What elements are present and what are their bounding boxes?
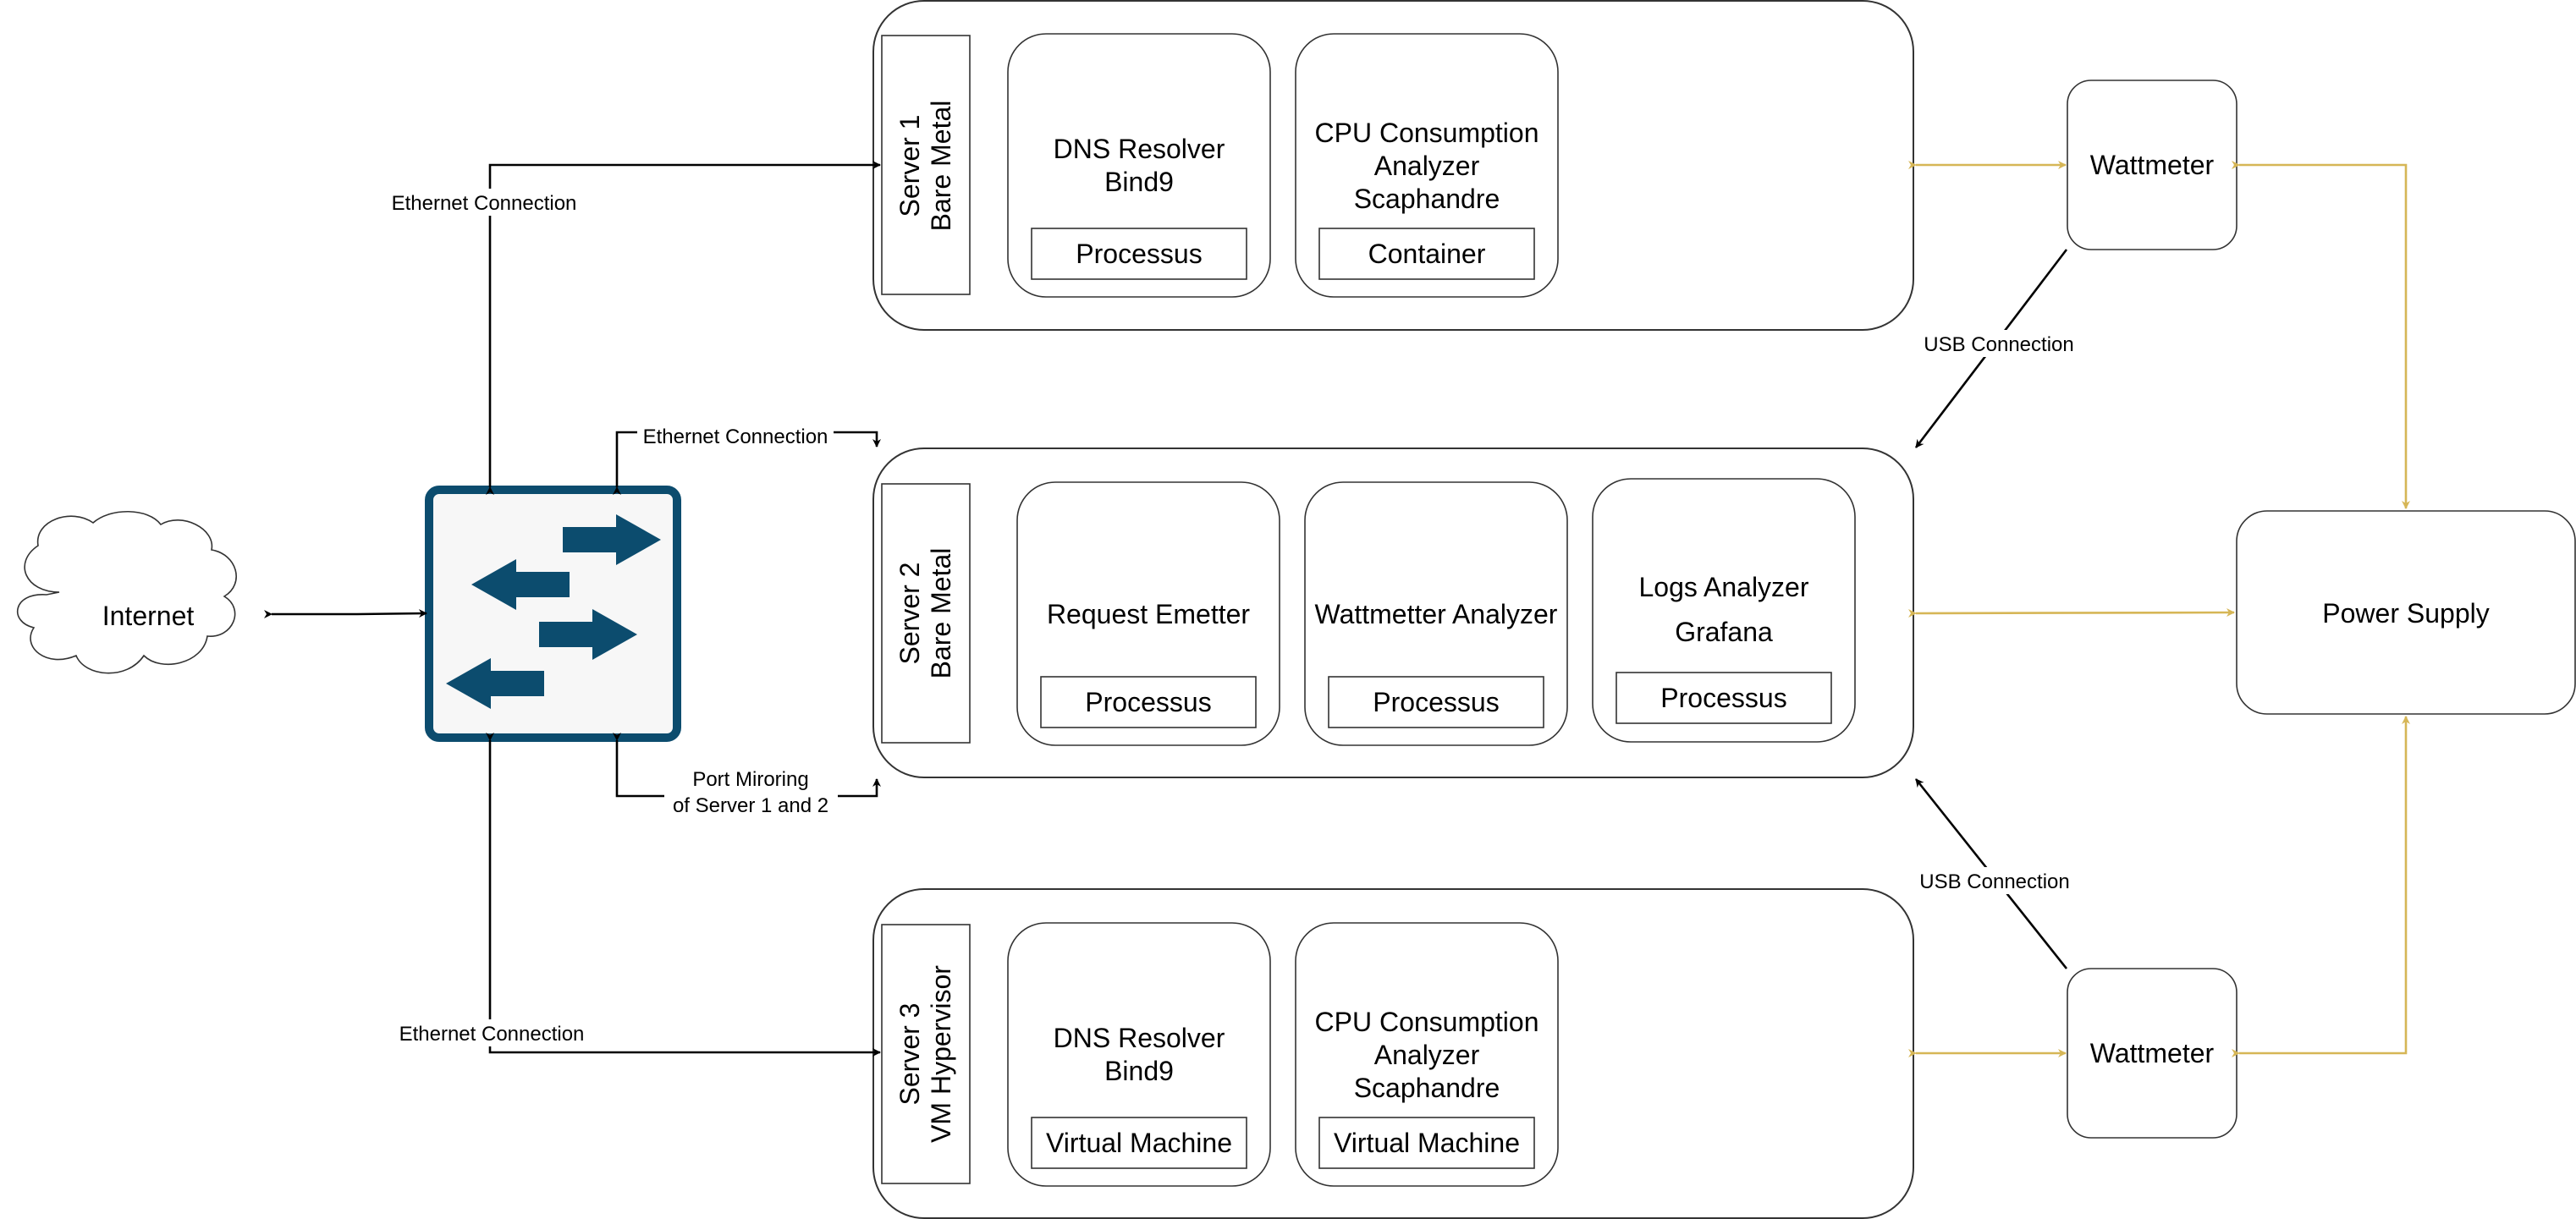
server3-side-label: Server 3 VM Hypervisor xyxy=(881,924,971,1184)
svg-text:Analyzer: Analyzer xyxy=(1374,1040,1480,1070)
svg-text:Processus: Processus xyxy=(1076,239,1202,269)
svg-text:Processus: Processus xyxy=(1660,683,1786,713)
internet-cloud: Internet xyxy=(16,510,237,674)
svg-text:Container: Container xyxy=(1368,239,1486,269)
svg-text:Virtual Machine: Virtual Machine xyxy=(1334,1128,1520,1158)
svg-text:Grafana: Grafana xyxy=(1675,617,1773,647)
server2-side-label: Server 2 Bare Metal xyxy=(881,483,971,744)
process-tag xyxy=(1040,676,1257,728)
svg-text:Ethernet Connection: Ethernet Connection xyxy=(643,426,828,448)
server2-request-emetter: Request Emetter Processus xyxy=(1016,481,1280,746)
server3-cpu-analyzer: CPU Consumption Analyzer Scaphandre Virt… xyxy=(1295,922,1559,1187)
power-line-wattmeter-top-supply xyxy=(2232,161,2410,509)
wattmeter-top: Wattmeter xyxy=(2067,80,2237,250)
svg-text:Server 2: Server 2 xyxy=(894,563,925,665)
svg-text:of Server 1 and 2: of Server 1 and 2 xyxy=(673,794,828,817)
ethernet-connection-server2: Ethernet Connection xyxy=(613,424,881,495)
vm-tag xyxy=(1318,1117,1535,1169)
process-tag xyxy=(1328,676,1544,728)
svg-text:DNS Resolver: DNS Resolver xyxy=(1054,1023,1225,1053)
server2-logs-analyzer: Logs Analyzer Grafana Processus xyxy=(1592,478,1856,743)
server1-side-label: Server 1 Bare Metal xyxy=(881,35,971,295)
svg-text:Processus: Processus xyxy=(1373,687,1499,717)
svg-text:Power Supply: Power Supply xyxy=(2322,598,2489,629)
vm-tag xyxy=(1031,1117,1247,1169)
power-line-wattmeter-bottom-supply xyxy=(2232,716,2410,1057)
network-switch-icon xyxy=(425,486,681,742)
svg-text:Server 1: Server 1 xyxy=(894,115,925,217)
svg-text:Virtual Machine: Virtual Machine xyxy=(1046,1128,1232,1158)
server3-dns-resolver: DNS Resolver Bind9 Virtual Machine xyxy=(1007,922,1271,1187)
svg-text:VM Hypervisor: VM Hypervisor xyxy=(926,965,956,1143)
svg-text:Wattmeter: Wattmeter xyxy=(2090,150,2215,180)
svg-text:Ethernet Connection: Ethernet Connection xyxy=(392,192,577,215)
svg-text:Bare Metal: Bare Metal xyxy=(926,101,956,232)
svg-text:Processus: Processus xyxy=(1085,687,1211,717)
svg-text:Bind9: Bind9 xyxy=(1104,1056,1174,1086)
usb-connection-top: USB Connection xyxy=(1914,249,2082,448)
svg-text:USB Connection: USB Connection xyxy=(1924,333,2073,356)
svg-text:Scaphandre: Scaphandre xyxy=(1354,184,1500,214)
internet-label: Internet xyxy=(102,601,195,631)
svg-text:CPU Consumption: CPU Consumption xyxy=(1315,118,1539,148)
power-line-server2-supply xyxy=(1907,608,2235,618)
server1-cpu-analyzer: CPU Consumption Analyzer Scaphandre Cont… xyxy=(1295,33,1559,298)
svg-text:Wattmetter Analyzer: Wattmetter Analyzer xyxy=(1315,599,1558,629)
ethernet-connection-server3: Ethernet Connection xyxy=(394,733,881,1057)
server1-dns-resolver: DNS Resolver Bind9 Processus xyxy=(1007,33,1271,298)
server2-wattmetter-analyzer: Wattmetter Analyzer Processus xyxy=(1304,481,1568,746)
usb-connection-bottom: USB Connection xyxy=(1913,778,2078,969)
svg-text:Bind9: Bind9 xyxy=(1104,167,1174,197)
svg-text:Server 3: Server 3 xyxy=(894,1003,925,1106)
wattmeter-bottom: Wattmeter xyxy=(2067,968,2237,1139)
svg-text:Scaphandre: Scaphandre xyxy=(1354,1073,1500,1103)
svg-text:Port Miroring: Port Miroring xyxy=(692,768,808,791)
power-supply: Power Supply xyxy=(2236,510,2576,715)
svg-text:Request Emetter: Request Emetter xyxy=(1047,599,1250,629)
process-tag xyxy=(1616,672,1832,724)
svg-text:DNS Resolver: DNS Resolver xyxy=(1054,134,1225,164)
svg-text:Wattmeter: Wattmeter xyxy=(2090,1038,2215,1068)
svg-text:Logs Analyzer: Logs Analyzer xyxy=(1638,572,1808,602)
container-tag xyxy=(1318,228,1535,280)
svg-text:Ethernet Connection: Ethernet Connection xyxy=(399,1023,585,1046)
svg-text:CPU Consumption: CPU Consumption xyxy=(1315,1007,1539,1037)
process-tag xyxy=(1031,228,1247,280)
svg-text:USB Connection: USB Connection xyxy=(1919,870,2069,893)
svg-text:Analyzer: Analyzer xyxy=(1374,151,1480,181)
port-mirroring-connection: Port Miroring of Server 1 and 2 xyxy=(613,733,881,818)
ethernet-connection-server1: Ethernet Connection xyxy=(385,161,881,495)
svg-text:Bare Metal: Bare Metal xyxy=(926,548,956,679)
ethernet-connection-internet xyxy=(264,609,427,618)
